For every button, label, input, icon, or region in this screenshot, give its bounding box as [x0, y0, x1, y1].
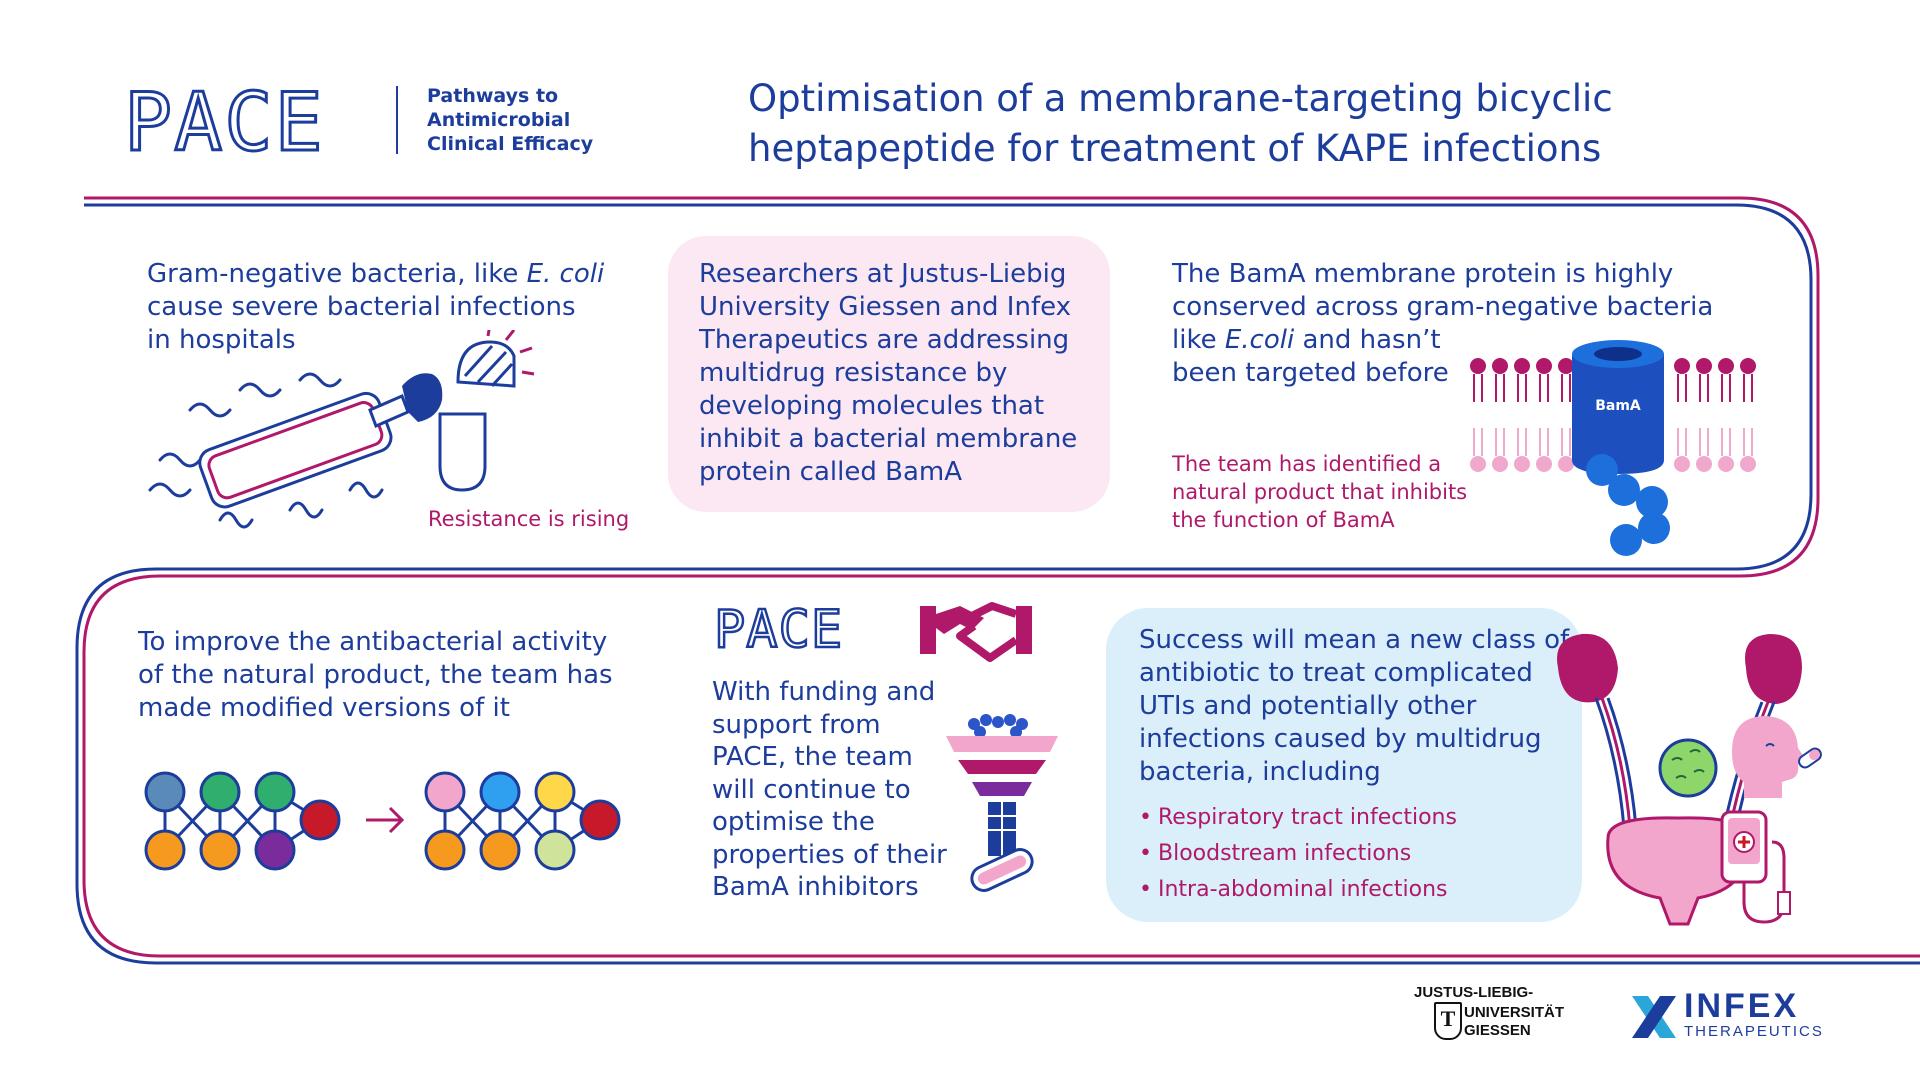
funnel-icon	[946, 714, 1058, 892]
text-line: With funding and	[712, 677, 936, 707]
iv-drip-icon	[1720, 810, 1791, 924]
infex-name: INFEX	[1684, 987, 1800, 1025]
text-line: inhibit a bacterial membrane	[699, 424, 1078, 454]
panel6-text: Success will mean a new class of antibio…	[1139, 624, 1569, 789]
pace-tagline: Pathways to Antimicrobial Clinical Effic…	[427, 84, 593, 156]
tagline-line: Clinical Efficacy	[427, 133, 594, 155]
membrane-protein-icon: BamA	[1470, 340, 1756, 556]
text-span: like	[1172, 325, 1225, 355]
jlu-logo: JUSTUS-LIEBIG- T UNIVERSITÄT GIESSEN	[1414, 984, 1584, 1048]
infex-sub: THERAPEUTICS	[1684, 1023, 1824, 1040]
tagline-line: Antimicrobial	[427, 109, 571, 131]
text-line: the function of BamA	[1172, 508, 1395, 532]
text-line: infections caused by multidrug	[1139, 724, 1542, 754]
text-line: The BamA membrane protein is highly	[1172, 259, 1674, 289]
text-line: of the natural product, the team has	[138, 660, 613, 690]
jlu-line1: JUSTUS-LIEBIG-	[1414, 984, 1534, 1001]
frame-top-outer	[82, 196, 1920, 958]
infection-list: Respiratory tract infections Bloodstream…	[1139, 800, 1457, 908]
pace-logo-small: PACE	[713, 599, 844, 662]
infex-x-icon	[1632, 996, 1676, 1038]
tagline-line: Pathways to	[427, 85, 559, 107]
pace-logo-text: PACE	[123, 76, 325, 169]
handshake-icon	[920, 602, 1032, 662]
page-title-line: Optimisation of a membrane-targeting bic…	[748, 77, 1613, 120]
text-span: Gram-negative bacteria, like	[147, 259, 527, 289]
text-line: bacteria, including	[1139, 757, 1381, 787]
list-item: Bloodstream infections	[1139, 836, 1457, 872]
jlu-emblem-letter: T	[1440, 1006, 1456, 1031]
text-line: multidrug resistance by	[699, 358, 1008, 388]
pace-logo: PACE	[123, 76, 325, 169]
text-line: natural product that inhibits	[1172, 480, 1468, 504]
text-italic: E.coli	[1224, 325, 1295, 355]
text-line: University Giessen and Infex	[699, 292, 1072, 322]
resistance-caption: Resistance is rising	[428, 507, 630, 531]
text-line: protein called BamA	[699, 457, 963, 487]
text-line: support from	[712, 709, 881, 740]
text-line: will continue to	[712, 774, 911, 805]
list-item: Intra-abdominal infections	[1139, 872, 1457, 908]
text-line: been targeted before	[1172, 358, 1449, 388]
text-line: BamA inhibitors	[712, 872, 919, 902]
header-divider	[396, 86, 398, 154]
text-line: made modified versions of it	[138, 693, 510, 723]
page-title-line: heptapeptide for treatment of KAPE infec…	[748, 127, 1602, 170]
broken-capsule-icon	[438, 330, 535, 492]
text-line: Researchers at Justus-Liebig	[699, 259, 1067, 289]
pace-logo-small-text: PACE	[713, 599, 844, 662]
text-line: PACE, the team	[712, 742, 913, 772]
panel2-text: Researchers at Justus-Liebig University …	[699, 258, 1077, 489]
panel4-text: To improve the antibacterial activity of…	[138, 626, 613, 725]
jlu-emblem: T	[1434, 1002, 1462, 1040]
boxing-glove-icon	[368, 373, 443, 429]
text-line: in hospitals	[147, 325, 296, 355]
frame-top-inner	[75, 203, 1920, 965]
text-line: conserved across gram-negative bacteria	[1172, 292, 1714, 322]
panel3-text: The BamA membrane protein is highly cons…	[1172, 258, 1713, 390]
head-inhaling-icon	[1732, 716, 1822, 798]
molecule-network-icon	[144, 771, 621, 871]
text-line: antibiotic to treat complicated	[1139, 658, 1533, 688]
text-line: optimise the	[712, 807, 875, 837]
text-line: To improve the antibacterial activity	[138, 627, 608, 657]
protein-label: BamA	[1595, 398, 1641, 414]
jlu-line3: GIESSEN	[1464, 1022, 1531, 1039]
text-line: cause severe bacterial infections	[147, 292, 576, 322]
jlu-line2: UNIVERSITÄT	[1464, 1004, 1565, 1021]
panel2-background	[668, 236, 1110, 512]
text-line: Therapeutics are addressing	[699, 325, 1070, 355]
text-italic: E. coli	[526, 259, 605, 289]
panel5-text: With funding and support from PACE, the …	[712, 676, 947, 904]
text-span: and hasn’t	[1294, 325, 1441, 355]
text-line: UTIs and potentially other	[1139, 691, 1477, 721]
text-line: developing molecules that	[699, 391, 1045, 421]
page-title: Optimisation of a membrane-targeting bic…	[748, 74, 1613, 174]
panel1-text: Gram-negative bacteria, like E. coli cau…	[147, 258, 604, 357]
text-line: properties of their	[712, 839, 947, 870]
text-line: The team has identified a	[1172, 452, 1442, 476]
panel3-caption: The team has identified a natural produc…	[1172, 450, 1467, 534]
bacterium-icon	[148, 330, 535, 529]
list-item: Respiratory tract infections	[1139, 800, 1457, 836]
infex-logo: INFEX THERAPEUTICS	[1684, 988, 1824, 1040]
text-line: Success will mean a new class of	[1139, 625, 1570, 655]
